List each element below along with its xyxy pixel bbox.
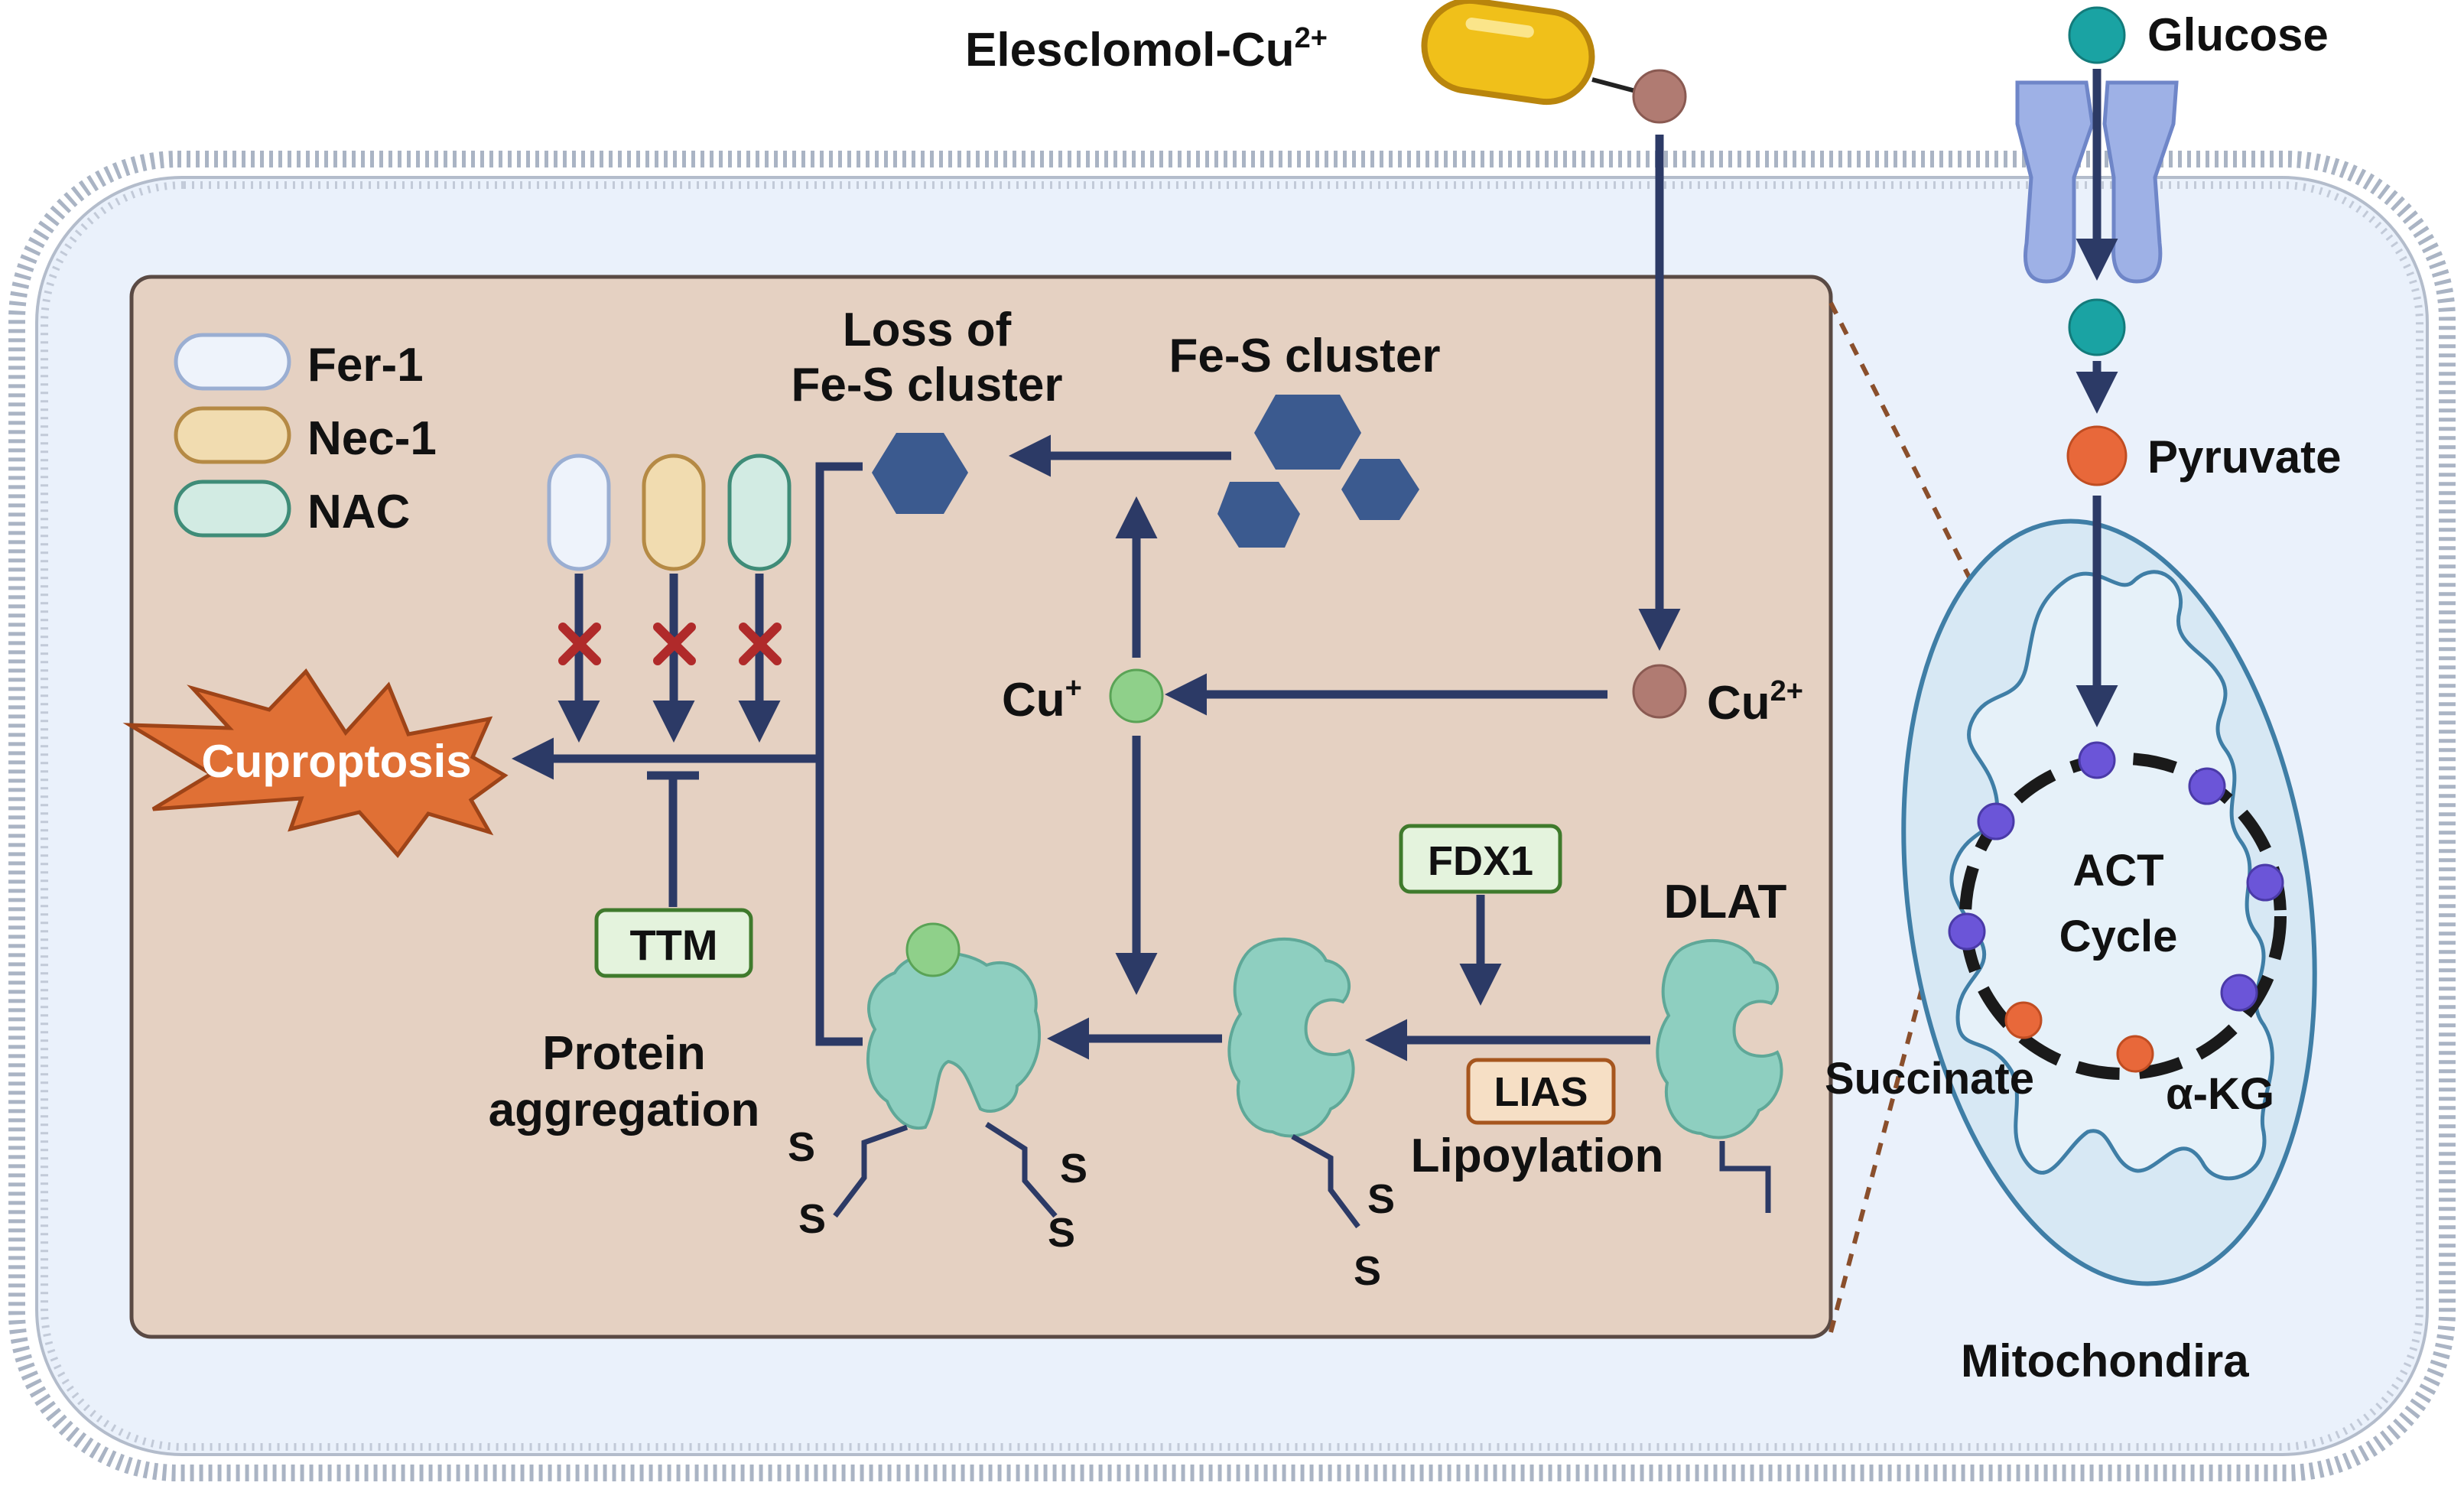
aggregated-protein-icon [866, 951, 1042, 1130]
aggregation-line1: Protein [542, 1027, 706, 1080]
aggregated-lipoyl-left [833, 1124, 909, 1218]
pathway-bracket [815, 462, 863, 1046]
lipoylated-dlat-icon [1227, 937, 1355, 1138]
fes-cluster-icon-2 [1217, 482, 1300, 548]
act-cycle-line1: ACT [2072, 846, 2163, 896]
pyruvate-icon [2066, 425, 2128, 486]
s-label-2: S [798, 1196, 826, 1242]
mitochondria-label: Mitochondira [1961, 1335, 2249, 1387]
lipoylation-label: Lipoylation [1411, 1130, 1664, 1182]
fes-cluster-icon-1 [1254, 395, 1361, 470]
drug-label: Elesclomol-Cu2+ [965, 22, 1328, 76]
cuproptosis-burst-icon [122, 668, 509, 858]
lipoylated-lipoyl [1291, 1133, 1360, 1229]
legend-label-nac: NAC [307, 486, 410, 538]
capsule-highlight [1465, 18, 1534, 38]
cu2-label: Cu2+ [1707, 675, 1803, 730]
akg-icon [2116, 1035, 2154, 1073]
nac-block-icon [739, 623, 782, 665]
cycle-metabolite-2 [2188, 767, 2226, 805]
cu2-icon [1632, 664, 1687, 719]
glucose-molecule-icon [2068, 6, 2126, 64]
elesclomol-capsule-icon [1421, 0, 1595, 106]
cycle-metabolite-6 [1948, 912, 1986, 951]
legend-label-nec1: Nec-1 [307, 412, 437, 465]
legend-swatch-nec1 [174, 406, 291, 464]
act-cycle-ring [1959, 753, 2287, 1080]
glucose-label: Glucose [2147, 9, 2329, 60]
fdx1-box [1399, 824, 1562, 894]
glucose-transporter-icon [2015, 80, 2095, 284]
cell-membrane-outer [8, 151, 2456, 1481]
fes-cluster-icon-3 [1341, 459, 1419, 520]
pyruvate-label: Pyruvate [2147, 431, 2341, 483]
aggregated-cu-icon [905, 922, 961, 977]
act-cycle-line2: Cycle [2059, 912, 2178, 961]
succinate-icon [2004, 1001, 2043, 1039]
lias-label: LIAS [1494, 1069, 1588, 1115]
akg-label: α-KG [2166, 1069, 2274, 1119]
s-label-4: S [1048, 1210, 1075, 1256]
dlat-icon [1656, 938, 1783, 1140]
cu-plus-label: Cu+ [1002, 672, 1082, 727]
s-label-6: S [1354, 1248, 1381, 1294]
aggregated-lipoyl-right [985, 1122, 1058, 1218]
nec1-capsule-icon [642, 454, 706, 571]
nec1-block-icon [653, 623, 696, 665]
fes-loss-line1: Loss of [843, 304, 1012, 356]
drug-copper-icon [1632, 69, 1687, 124]
nac-capsule-icon [727, 454, 792, 571]
fer1-block-icon [558, 623, 601, 665]
fes-loss-line2: Fe-S cluster [792, 359, 1063, 411]
legend-label-fer1: Fer-1 [307, 339, 424, 392]
succinate-label: Succinate [1825, 1054, 2034, 1104]
s-label-1: S [788, 1124, 815, 1170]
fes-cluster-label: Fe-S cluster [1169, 330, 1441, 382]
dlat-lipoyl [1719, 1141, 1771, 1213]
cycle-metabolite-4 [2220, 974, 2258, 1012]
legend-swatch-nac [174, 480, 291, 538]
cycle-metabolite-3 [2246, 863, 2284, 902]
cycle-metabolite-5 [1977, 802, 2015, 840]
fes-lost-icon [872, 433, 968, 514]
ttm-box [594, 908, 753, 978]
fer1-capsule-icon [547, 454, 611, 571]
cu-plus-icon [1109, 668, 1164, 723]
cycle-metabolite-1 [2078, 741, 2116, 779]
ttm-label: TTM [629, 921, 717, 969]
s-label-3: S [1060, 1146, 1087, 1192]
fdx1-label: FDX1 [1428, 838, 1533, 884]
legend-swatch-fer1 [174, 333, 291, 391]
dlat-label: DLAT [1664, 876, 1787, 928]
s-label-5: S [1367, 1176, 1395, 1222]
lias-box [1466, 1058, 1616, 1125]
glucose-inside-icon [2068, 298, 2126, 356]
aggregation-line2: aggregation [489, 1084, 760, 1136]
cuproptosis-label: Cuproptosis [201, 736, 471, 787]
